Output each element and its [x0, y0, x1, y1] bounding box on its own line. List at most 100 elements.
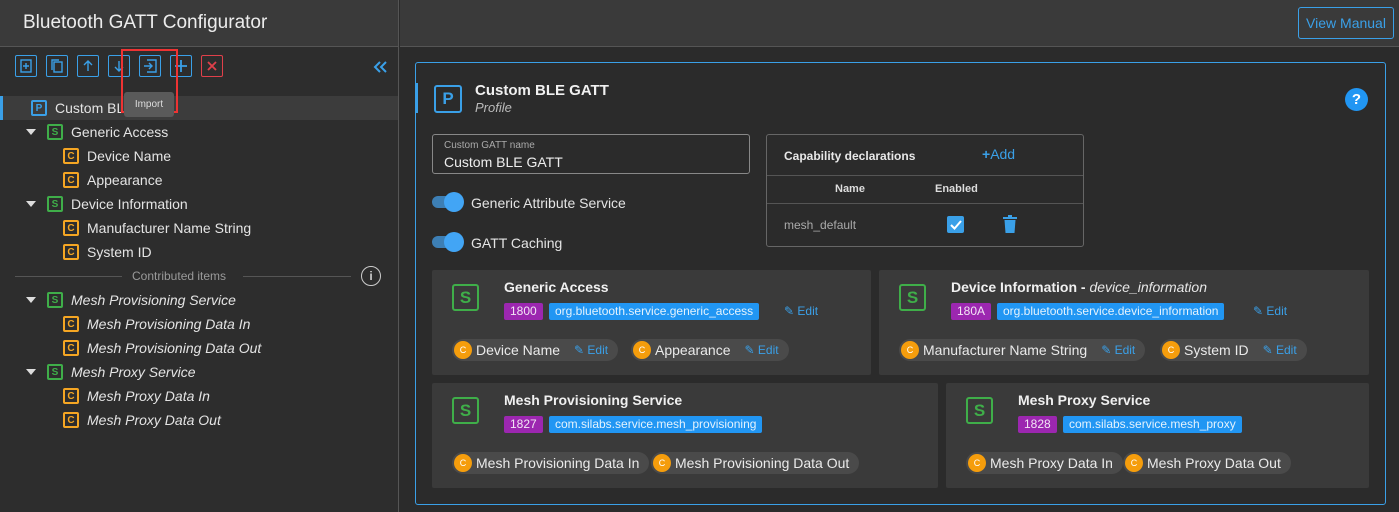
tree-item-service[interactable]: S Device Information — [0, 192, 398, 216]
tree-item-characteristic[interactable]: C System ID — [0, 240, 398, 264]
tree-item-service[interactable]: S Mesh Proxy Service — [0, 360, 398, 384]
service-icon: S — [452, 397, 479, 424]
tree-item-label: Mesh Proxy Data Out — [87, 412, 221, 428]
characteristic-icon: C — [63, 172, 79, 188]
gatt-caching-toggle[interactable] — [432, 232, 465, 252]
edit-button[interactable]: ✎ Edit — [574, 343, 609, 357]
profile-icon: P — [434, 85, 462, 113]
service-icon: S — [899, 284, 926, 311]
characteristic-chip[interactable]: C Appearance ✎ Edit — [631, 339, 789, 361]
tree-view: P Custom BLE GATT S Generic Access C Dev… — [0, 96, 398, 432]
service-card[interactable]: S Generic Access 1800 org.bluetooth.serv… — [432, 270, 871, 375]
service-icon: S — [47, 364, 63, 380]
characteristic-chip[interactable]: C Mesh Proxy Data Out — [1123, 452, 1291, 474]
service-card[interactable]: S Mesh Proxy Service 1828 com.silabs.ser… — [946, 383, 1369, 488]
edit-button[interactable]: ✎ Edit — [1262, 343, 1297, 357]
top-bar: View Manual — [400, 0, 1399, 47]
profile-icon: P — [31, 100, 47, 116]
tree-item-profile[interactable]: P Custom BLE GATT — [0, 96, 398, 120]
characteristic-icon: C — [63, 220, 79, 236]
profile-card: P Custom BLE GATT Profile ? Custom GATT … — [415, 62, 1386, 505]
edit-button[interactable]: ✎ Edit — [744, 343, 779, 357]
caret-down-icon[interactable] — [26, 129, 36, 135]
info-icon[interactable]: i — [361, 266, 381, 286]
chip-label: Manufacturer Name String — [923, 342, 1088, 358]
tree-item-characteristic[interactable]: C Manufacturer Name String — [0, 216, 398, 240]
tree-item-label: Generic Access — [71, 124, 169, 140]
toggle-knob — [444, 192, 464, 212]
copy-icon — [51, 59, 63, 73]
service-name: Mesh Proxy Service — [1018, 392, 1151, 408]
collapse-panel-button[interactable] — [371, 58, 389, 76]
add-item-icon — [20, 59, 32, 73]
tree-item-characteristic[interactable]: C Mesh Provisioning Data Out — [0, 336, 398, 360]
tree-item-label: Mesh Proxy Service — [71, 364, 196, 380]
tree-item-service[interactable]: S Mesh Provisioning Service — [0, 288, 398, 312]
edit-button[interactable]: ✎ Edit — [1101, 343, 1136, 357]
double-chevron-left-icon — [373, 61, 387, 73]
tree-item-service[interactable]: S Generic Access — [0, 120, 398, 144]
caret-down-icon[interactable] — [26, 201, 36, 207]
caret-down-icon[interactable] — [26, 297, 36, 303]
add-button[interactable] — [170, 55, 192, 77]
characteristic-chip[interactable]: C Mesh Provisioning Data In — [452, 452, 650, 474]
edit-button[interactable]: ✎ Edit — [1253, 304, 1288, 318]
tree-item-characteristic[interactable]: C Appearance — [0, 168, 398, 192]
move-down-button[interactable] — [108, 55, 130, 77]
divider — [767, 203, 1083, 204]
chip-label: Mesh Provisioning Data In — [476, 455, 640, 471]
move-up-button[interactable] — [77, 55, 99, 77]
app-title: Bluetooth GATT Configurator — [23, 12, 268, 33]
divider-line — [243, 276, 351, 277]
import-tooltip: Import — [124, 92, 174, 117]
characteristic-icon: C — [653, 454, 671, 472]
characteristic-chip[interactable]: C Mesh Proxy Data In — [966, 452, 1123, 474]
characteristic-chip[interactable]: C System ID ✎ Edit — [1160, 339, 1307, 361]
caret-down-icon[interactable] — [26, 369, 36, 375]
characteristic-chip[interactable]: C Manufacturer Name String ✎ Edit — [899, 339, 1146, 361]
import-button[interactable] — [139, 55, 161, 77]
tree-item-label: Device Name — [87, 148, 172, 164]
characteristic-icon: C — [901, 341, 919, 359]
view-manual-button[interactable]: View Manual — [1298, 7, 1394, 39]
left-panel: Bluetooth GATT Configurator — [0, 0, 399, 512]
characteristic-icon: C — [1162, 341, 1180, 359]
add-icon — [175, 60, 187, 72]
service-name: Mesh Provisioning Service — [504, 392, 683, 408]
copy-button[interactable] — [46, 55, 68, 77]
chip-label: System ID — [1184, 342, 1249, 358]
delete-button[interactable] — [201, 55, 223, 77]
uuid-chip: 1800 — [504, 303, 543, 320]
field-value[interactable]: Custom BLE GATT — [444, 154, 563, 170]
help-icon[interactable]: ? — [1345, 88, 1368, 111]
generic-attribute-toggle[interactable] — [432, 192, 465, 212]
profile-name: Custom BLE GATT — [475, 82, 609, 99]
characteristic-icon: C — [63, 316, 79, 332]
characteristic-icon: C — [63, 340, 79, 356]
app-header: Bluetooth GATT Configurator — [0, 0, 398, 47]
tree-item-label: Device Information — [71, 196, 188, 212]
edit-button[interactable]: ✎ Edit — [784, 304, 819, 318]
characteristic-icon: C — [633, 341, 651, 359]
service-card[interactable]: S Mesh Provisioning Service 1827 com.sil… — [432, 383, 938, 488]
trash-icon[interactable] — [1003, 215, 1017, 233]
characteristic-chip[interactable]: C Device Name ✎ Edit — [452, 339, 619, 361]
service-icon: S — [452, 284, 479, 311]
tree-item-characteristic[interactable]: C Device Name — [0, 144, 398, 168]
add-capability-button[interactable]: +Add — [982, 146, 1016, 162]
tree-item-characteristic[interactable]: C Mesh Proxy Data Out — [0, 408, 398, 432]
service-card[interactable]: S Device Information - device_informatio… — [879, 270, 1369, 375]
characteristic-icon: C — [63, 412, 79, 428]
contributed-label: Contributed items — [132, 269, 227, 283]
tree-item-characteristic[interactable]: C Mesh Proxy Data In — [0, 384, 398, 408]
characteristic-chip[interactable]: C Mesh Provisioning Data Out — [651, 452, 860, 474]
gatt-name-field[interactable]: Custom GATT name Custom BLE GATT — [432, 134, 750, 174]
tree-item-characteristic[interactable]: C Mesh Provisioning Data In — [0, 312, 398, 336]
service-icon: S — [47, 196, 63, 212]
enabled-checkbox[interactable] — [947, 216, 964, 233]
characteristic-icon: C — [968, 454, 986, 472]
move-up-icon — [83, 60, 93, 71]
add-item-button[interactable] — [15, 55, 37, 77]
toggle-knob — [444, 232, 464, 252]
characteristic-icon: C — [1125, 454, 1143, 472]
